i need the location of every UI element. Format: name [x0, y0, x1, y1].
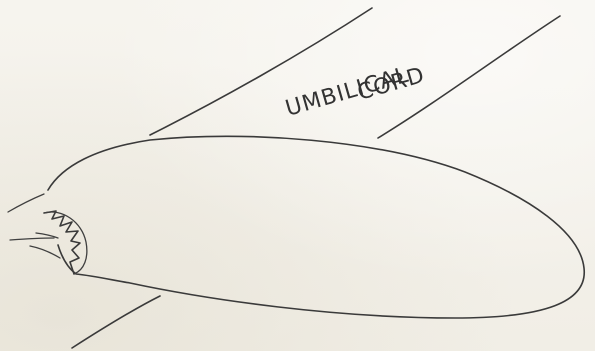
elongated-body-outline [48, 136, 584, 318]
jagged-tip-cap [44, 211, 80, 274]
opening-upper-stroke [8, 194, 44, 212]
tip-stroke-mid [36, 233, 58, 238]
tip-stroke-lower [30, 246, 60, 258]
tip-stroke-upper [10, 238, 54, 240]
cord-upper-edge [150, 8, 372, 135]
lower-left-stroke [72, 296, 160, 348]
